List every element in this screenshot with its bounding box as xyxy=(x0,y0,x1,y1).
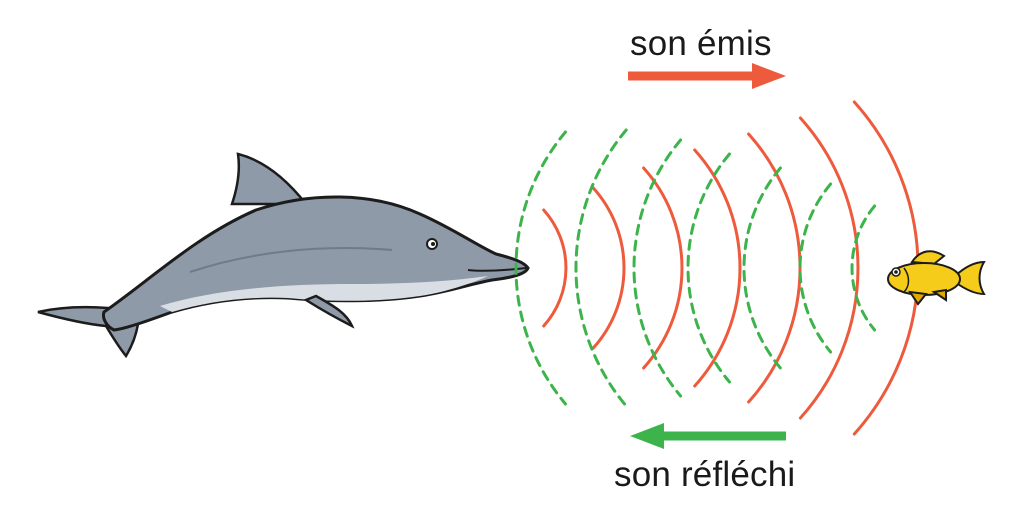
reflected-wave xyxy=(632,138,683,398)
fish-gill xyxy=(903,267,910,293)
fish-dorsal-fin xyxy=(910,250,946,266)
reflected-wave xyxy=(514,130,567,406)
emitted-wave xyxy=(747,132,802,404)
dolphin-pupil xyxy=(431,242,435,246)
dolphin-icon xyxy=(37,152,530,359)
reflected-wave xyxy=(798,182,833,354)
fish-tail xyxy=(954,260,986,296)
reflected-wave xyxy=(850,204,877,332)
fish-ventral-fin xyxy=(907,290,928,306)
emitted-wave xyxy=(798,116,860,420)
fish-anal-fin xyxy=(931,288,947,302)
dolphin-dorsal-fin xyxy=(230,152,309,206)
fish-pupil xyxy=(894,270,898,274)
reflected-wave xyxy=(742,166,782,370)
arrow-right-icon xyxy=(628,63,786,89)
dolphin-pectoral-fin xyxy=(303,294,355,329)
reflected-wave xyxy=(574,128,628,408)
fish-icon xyxy=(887,250,986,306)
emitted-wave xyxy=(542,208,568,328)
sound-waves xyxy=(514,100,920,436)
reflected-sound-label: son réfléchi xyxy=(614,455,796,494)
emitted-wave xyxy=(591,186,626,350)
dolphin-body xyxy=(102,195,530,332)
emitted-arrow-head xyxy=(752,63,786,89)
reflected-arrow-head xyxy=(630,423,664,449)
fish-body xyxy=(887,262,961,296)
emitted-wave xyxy=(642,166,684,370)
dolphin-stripe xyxy=(189,247,393,273)
emitted-sound-label: son émis xyxy=(630,24,772,63)
arrow-left-icon xyxy=(630,423,786,449)
dolphin-mouth xyxy=(467,267,527,272)
reflected-wave xyxy=(686,152,731,384)
dolphin-belly xyxy=(160,276,488,312)
emitted-wave xyxy=(693,148,742,388)
